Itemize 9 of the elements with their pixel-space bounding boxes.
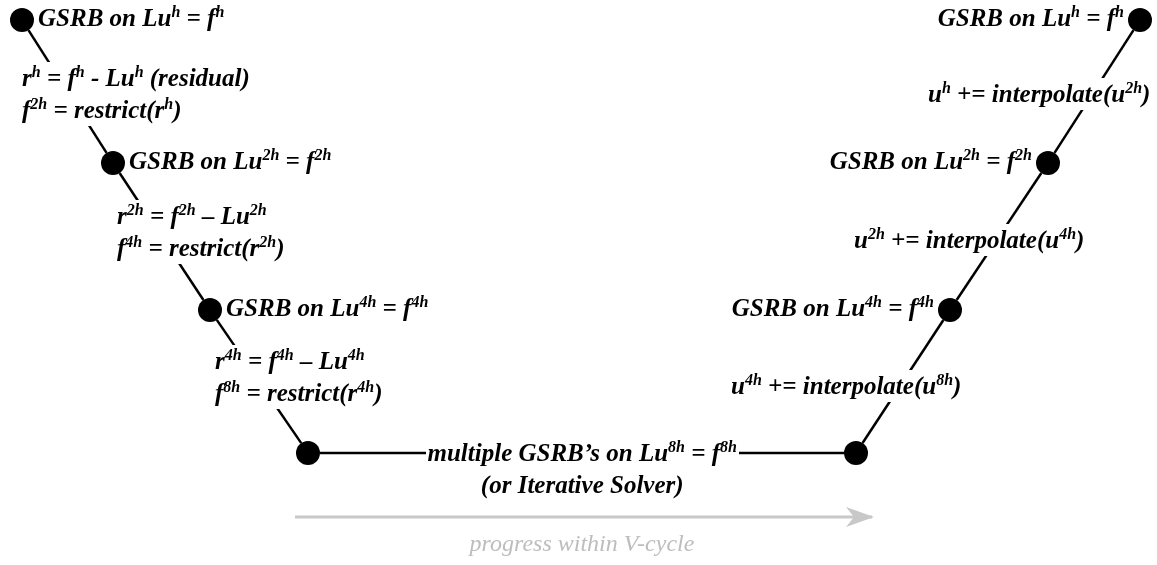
step-label: GSRB on Lu$^{h}$ = f$^{h}$ (38, 2, 225, 33)
edge-label: r$^{h}$ = f$^{h}$ - Lu$^{h}$ (residual) f$^{2h}$ = restrict(r$^{h}$) (20, 62, 252, 126)
step-label: GSRB on Lu$^{4h}$ = f$^{4h}$ (731, 292, 934, 323)
step-label: GSRB on Lu$^{2h}$ = f$^{2h}$ (829, 145, 1032, 176)
step-label: GSRB on Lu$^{4h}$ = f$^{4h}$ (226, 292, 429, 323)
caption-text: progress within V-cycle (469, 530, 695, 557)
edge-label: multiple GSRB’s on Lu$^{8h}$ = f$^{8h}$ (or Iterative Solver) (425, 437, 739, 501)
step-label: GSRB on Lu$^{h}$ = f$^{h}$ (937, 2, 1124, 33)
step-label: GSRB on Lu$^{2h}$ = f$^{2h}$ (129, 145, 332, 176)
